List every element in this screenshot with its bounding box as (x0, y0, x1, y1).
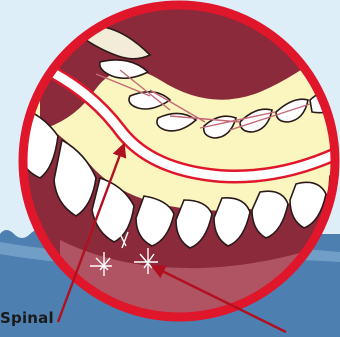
spinal-label: Spinal (0, 311, 54, 326)
